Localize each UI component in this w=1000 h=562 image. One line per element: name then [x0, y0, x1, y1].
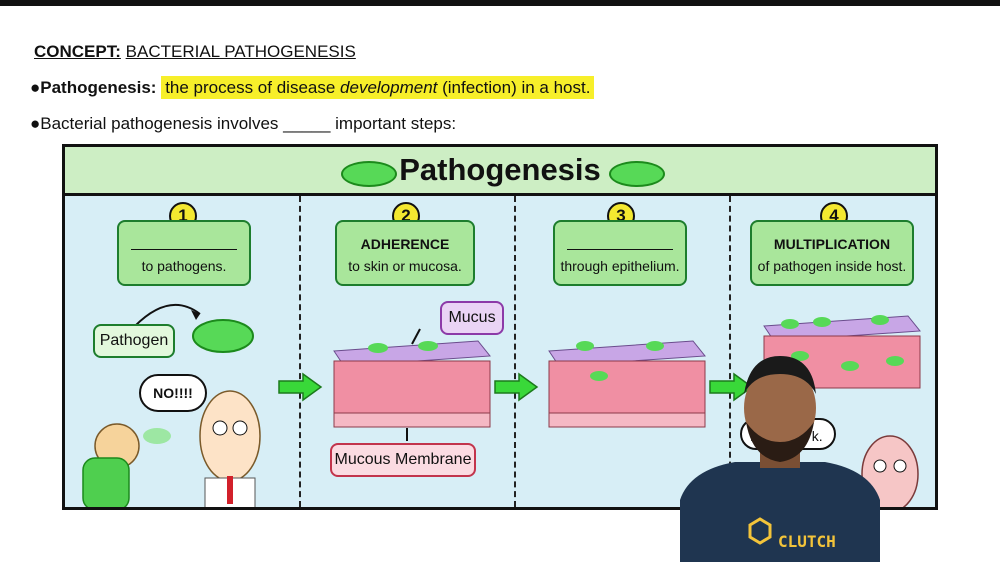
arrow-right-icon [278, 372, 323, 402]
definition-term: ●Pathogenesis: [30, 78, 157, 97]
definition-text-2: (infection) in a host. [437, 78, 591, 97]
mucous-membrane-label: Mucous Membrane [330, 443, 476, 477]
arrow-right-icon [709, 372, 754, 402]
penetration-illustration [548, 340, 706, 428]
speech-bubble-text-end: k. [811, 428, 823, 444]
presenter [680, 356, 880, 562]
step-box: to pathogens. [117, 220, 251, 286]
bacterium-icon [609, 161, 665, 187]
definition-highlight: the process of disease development (infe… [161, 76, 595, 99]
no-speech-bubble: NO!!!! [139, 374, 207, 412]
arrow-right-icon [494, 372, 539, 402]
step-subtitle: of pathogen inside host. [757, 258, 907, 274]
bacterium-icon [341, 161, 397, 187]
pathogenesis-diagram: Pathogenesis 1 to pathogens. Pathogen NO… [62, 144, 938, 510]
pathogenesis-definition: ●Pathogenesis: the process of disease de… [30, 76, 595, 99]
blank-line [567, 249, 673, 250]
mucus-label: Mucus [440, 301, 504, 335]
step-box: through epithelium. [553, 220, 687, 286]
shirt-logo-text: CLUTCH [778, 532, 836, 551]
concept-heading: CONCEPT: BACTERIAL PATHOGENESIS [34, 42, 356, 62]
step-subtitle: through epithelium. [560, 258, 680, 274]
definition-text-1: the process of disease [165, 78, 341, 97]
diagram-title: Pathogenesis [399, 152, 601, 187]
diagram-title-bar: Pathogenesis [65, 147, 935, 196]
concept-title: BACTERIAL PATHOGENESIS [125, 42, 356, 61]
step-title: ADHERENCE [360, 236, 450, 252]
step-box: ADHERENCE to skin or mucosa. [335, 220, 475, 286]
step-subtitle: to skin or mucosa. [348, 258, 462, 274]
step-panel-2: 2 ADHERENCE to skin or mucosa. Mucus Muc… [300, 196, 516, 507]
step-subtitle: to pathogens. [141, 258, 227, 274]
exposure-illustration [82, 304, 261, 507]
step-title: MULTIPLICATION [773, 236, 891, 252]
mucosa-illustration [333, 328, 491, 441]
blank-line [131, 249, 237, 250]
top-bar [0, 0, 1000, 6]
steps-bullet: ●Bacterial pathogenesis involves _____ i… [30, 114, 457, 133]
concept-label: CONCEPT: [34, 42, 121, 61]
step-panel-3: 3 through epithelium. [515, 196, 731, 507]
pathogen-label: Pathogen [93, 324, 175, 358]
step-panel-1: 1 to pathogens. Pathogen NO!!!! [65, 196, 301, 507]
definition-italic: development [340, 78, 438, 97]
step-box: MULTIPLICATION of pathogen inside host. [750, 220, 914, 286]
